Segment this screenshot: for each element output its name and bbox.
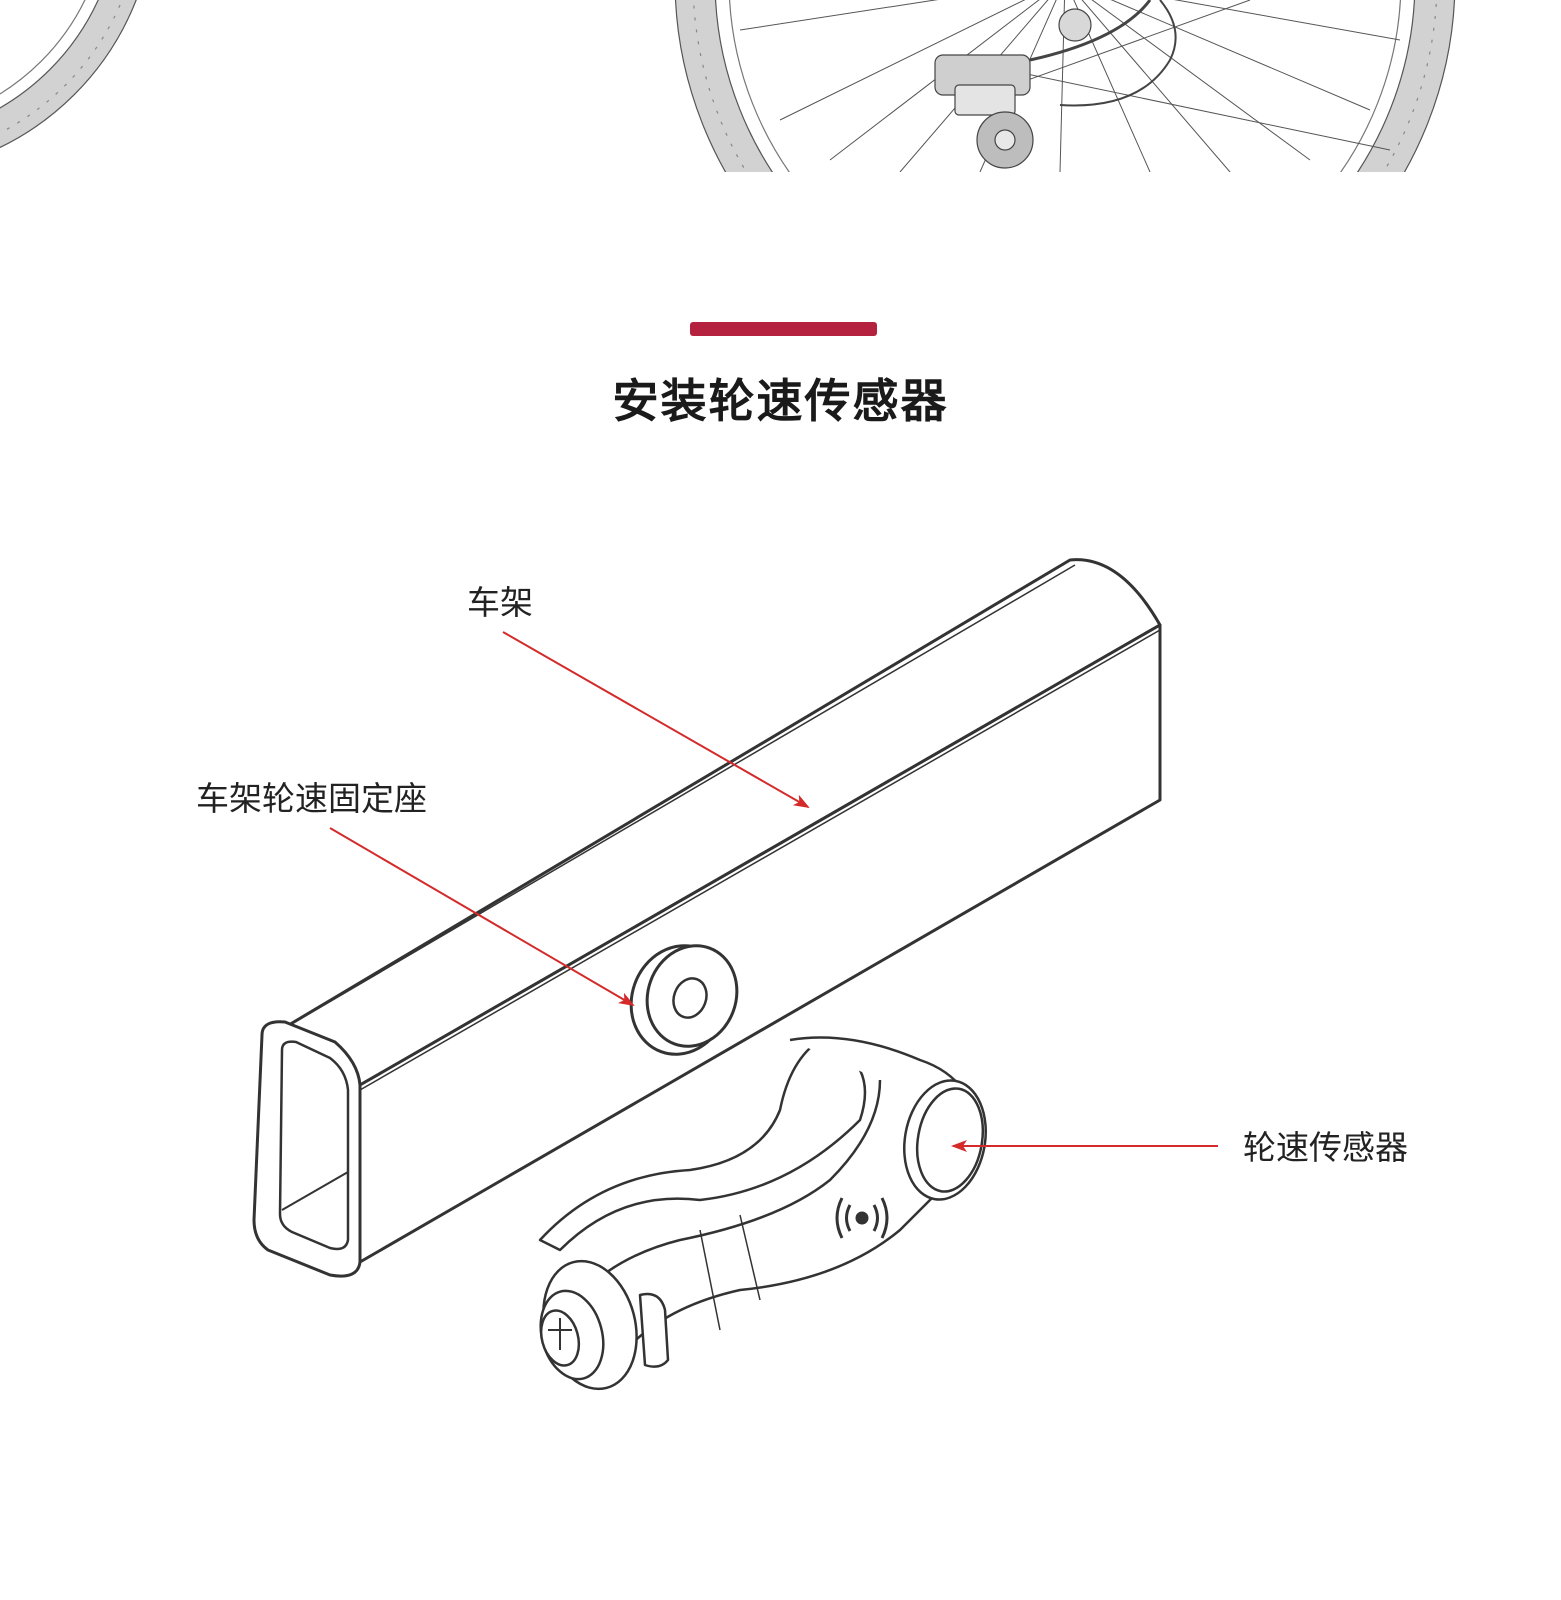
frame-tube-drawing bbox=[252, 558, 1162, 1278]
rear-wheel-icon bbox=[675, 0, 1455, 172]
sensor-label: 轮速传感器 bbox=[1243, 1128, 1408, 1167]
bicycle-wheels-illustration bbox=[0, 0, 1455, 172]
mount-label: 车架轮速固定座 bbox=[196, 779, 427, 818]
derailleur-icon bbox=[934, 0, 1177, 169]
speed-sensor-drawing bbox=[538, 1036, 987, 1391]
callout-arrows bbox=[329, 631, 1218, 1152]
mount-washer-drawing bbox=[629, 944, 739, 1056]
wireless-signal-icon bbox=[835, 1197, 889, 1239]
section-title: 安装轮速传感器 bbox=[612, 374, 949, 428]
frame-label: 车架 bbox=[467, 583, 533, 622]
mount-arrow bbox=[329, 827, 635, 1007]
accent-bar bbox=[690, 322, 877, 336]
frame-arrow bbox=[502, 631, 810, 808]
front-wheel-icon bbox=[0, 0, 137, 149]
installation-diagram bbox=[252, 558, 1218, 1391]
